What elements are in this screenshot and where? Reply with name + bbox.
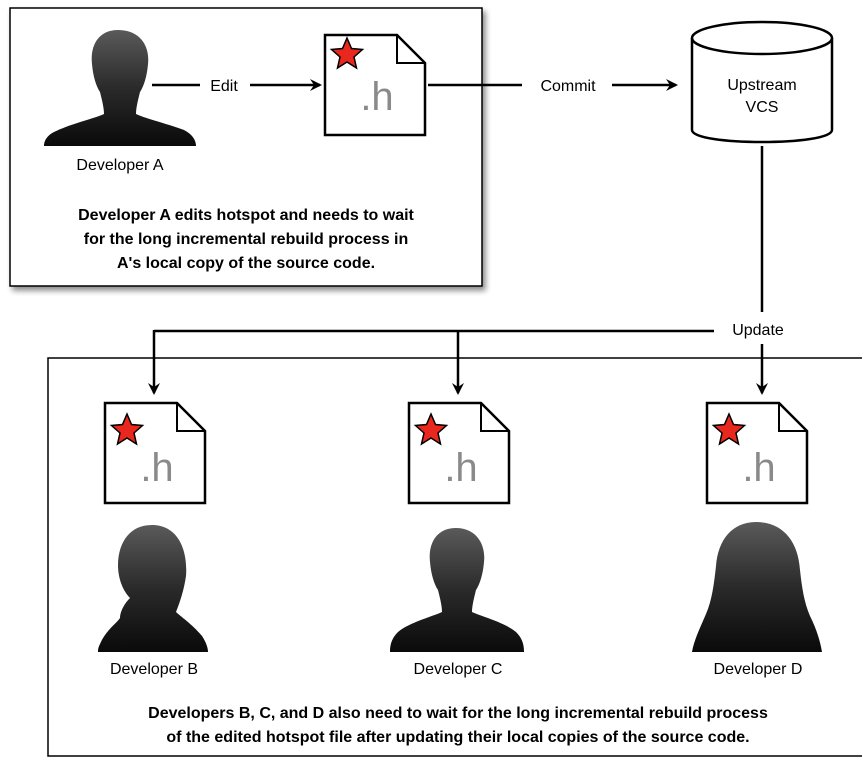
star-icon (711, 412, 747, 446)
header-file-icon-d: .h (705, 401, 809, 505)
developer-b-label: Developer B (110, 661, 198, 678)
box-a-caption-line3: A's local copy of the source code. (117, 255, 375, 272)
box-a-caption-line1: Developer A edits hotspot and needs to w… (78, 207, 414, 224)
developer-b-avatar (98, 525, 208, 652)
developer-d-avatar (692, 522, 822, 652)
box-bcd-caption-line2: of the edited hotspot file after updatin… (166, 729, 749, 746)
svg-text:.h: .h (140, 446, 173, 490)
star-icon (413, 412, 449, 446)
upstream-vcs-label-line2: VCS (746, 99, 779, 116)
developer-c-avatar (390, 528, 524, 652)
upstream-vcs-database-icon (690, 20, 834, 144)
developer-a-label: Developer A (76, 157, 163, 174)
box-a-caption-line2: for the long incremental rebuild process… (84, 231, 409, 248)
header-file-icon-a: .h (323, 33, 427, 137)
star-icon (109, 412, 145, 446)
developer-a-avatar (44, 30, 196, 146)
developer-c-label: Developer C (414, 661, 503, 678)
developer-d-label: Developer D (714, 661, 803, 678)
star-icon (329, 36, 365, 70)
header-file-icon-c: .h (407, 401, 511, 505)
commit-label: Commit (540, 78, 596, 95)
svg-text:.h: .h (742, 446, 775, 490)
svg-text:.h: .h (360, 75, 393, 119)
svg-text:.h: .h (444, 446, 477, 490)
header-file-icon-b: .h (103, 401, 207, 505)
box-bcd-caption-line1: Developers B, C, and D also need to wait… (148, 705, 768, 722)
edit-label: Edit (210, 78, 238, 95)
update-label: Update (732, 322, 784, 339)
upstream-vcs-label-line1: Upstream (727, 77, 796, 94)
